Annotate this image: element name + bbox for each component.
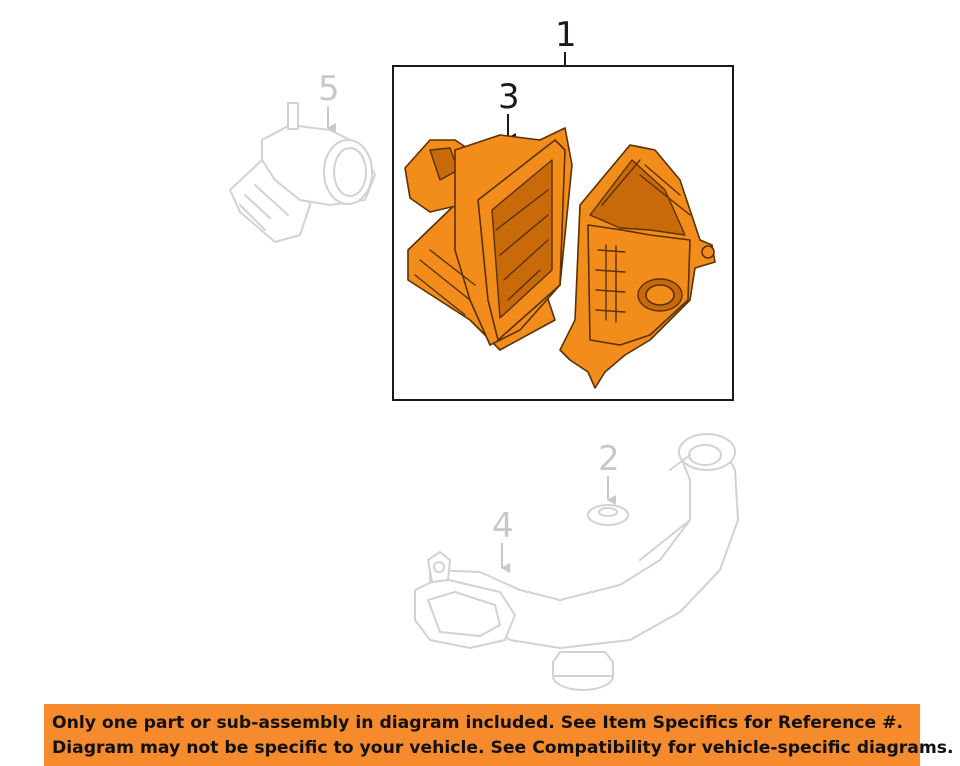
- disclaimer-line-2: Diagram may not be specific to your vehi…: [52, 738, 954, 758]
- callout-4-label: 4: [492, 506, 514, 546]
- grommet-ghost: [587, 504, 629, 526]
- callout-1-label: 1: [555, 15, 577, 55]
- intake-duct-ghost: [414, 433, 739, 691]
- air-cleaner-upper-housing: [559, 144, 716, 389]
- intake-adapter-ghost: [229, 102, 376, 243]
- parts-diagram: 1 3 5 2: [229, 15, 739, 691]
- callout-2-label: 2: [598, 439, 620, 479]
- callout-5-label: 5: [318, 69, 340, 109]
- assembly-box: [392, 65, 734, 401]
- callout-3-label: 3: [498, 77, 520, 117]
- disclaimer-banner: Only one part or sub-assembly in diagram…: [44, 704, 954, 766]
- disclaimer-line-1: Only one part or sub-assembly in diagram…: [52, 713, 904, 733]
- air-cleaner-lower-housing: [404, 127, 573, 351]
